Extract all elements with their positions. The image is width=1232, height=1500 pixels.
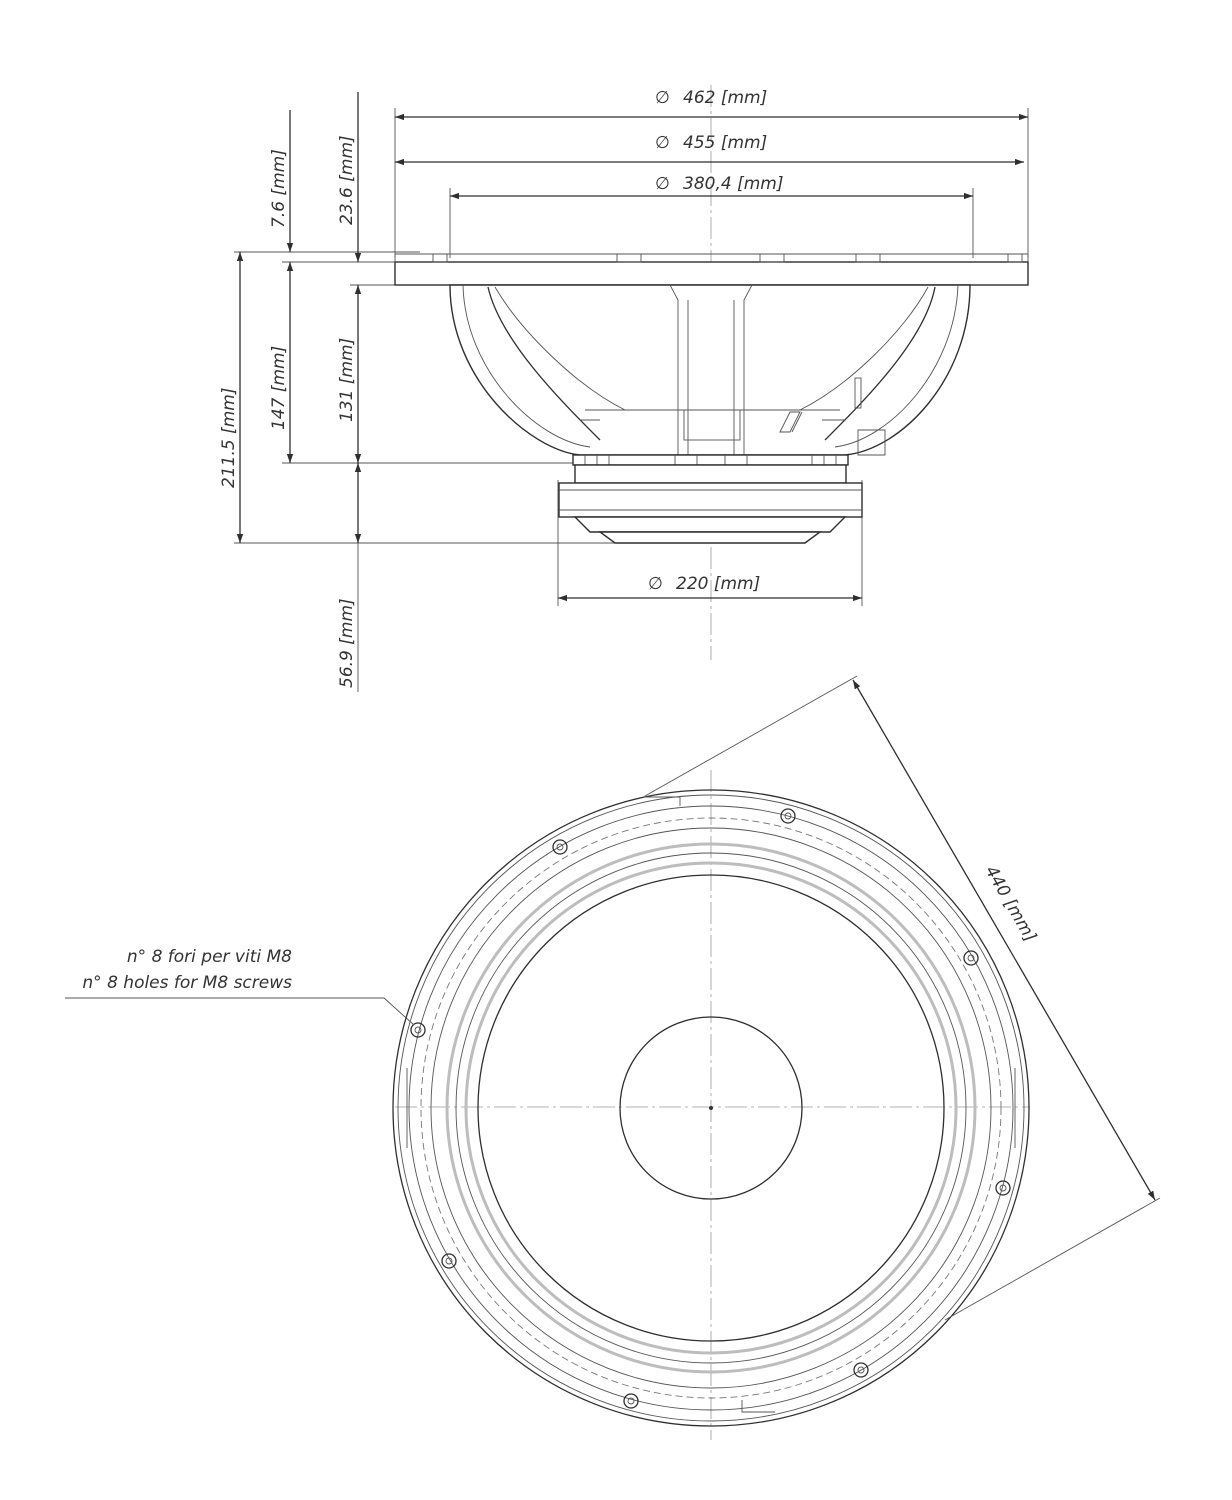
diameter-symbol-455: ∅ — [655, 133, 670, 153]
note-leader — [65, 997, 415, 1026]
note-holes-english: n° 8 holes for M8 screws — [82, 973, 292, 993]
dim-label-56-9: 56.9 [mm] — [337, 598, 357, 688]
magnet — [558, 482, 863, 518]
dim-label-220: 220 [mm] — [676, 574, 760, 594]
dim-label-462: 462 [mm] — [683, 88, 767, 108]
dim-label-380: 380,4 [mm] — [683, 174, 783, 194]
side-view: ∅ 462 [mm] ∅ 455 [mm] ∅ 380,4 [mm] ∅ 220… — [219, 85, 1029, 692]
top-plate — [574, 464, 847, 484]
dim-label-455: 455 [mm] — [683, 133, 767, 153]
dim-label-23-6: 23.6 [mm] — [337, 135, 357, 225]
speaker-basket — [449, 284, 971, 456]
vent-ring — [572, 454, 849, 466]
dim-label-131: 131 [mm] — [337, 338, 357, 422]
mounting-hole-icon — [963, 950, 979, 966]
diameter-symbol-380: ∅ — [655, 174, 670, 194]
mounting-hole-icon — [623, 1393, 639, 1409]
dim-label-440: 440 [mm] — [981, 863, 1040, 946]
mounting-hole-icon — [780, 808, 796, 824]
mounting-hole-icon — [441, 1253, 457, 1269]
dim-label-147: 147 [mm] — [269, 346, 289, 430]
mounting-hole-icon — [853, 1362, 869, 1378]
front-view: 440 [mm] n° 8 fori per viti M8 n° 8 hole… — [65, 675, 1161, 1440]
speaker-flange — [394, 261, 1029, 286]
dim-label-211-5: 211.5 [mm] — [219, 388, 239, 488]
dim-line-440 — [852, 679, 1156, 1201]
mounting-hole-icon — [552, 839, 568, 855]
diameter-symbol-462: ∅ — [655, 88, 670, 108]
back-plate — [573, 516, 847, 533]
mounting-hole-icon — [995, 1180, 1011, 1196]
mounting-hole-icon — [410, 1022, 426, 1038]
diameter-symbol-220: ∅ — [648, 574, 663, 594]
dim-label-7-6: 7.6 [mm] — [269, 149, 289, 228]
note-holes-italian: n° 8 fori per viti M8 — [127, 947, 292, 967]
dust-cap — [619, 1016, 803, 1200]
